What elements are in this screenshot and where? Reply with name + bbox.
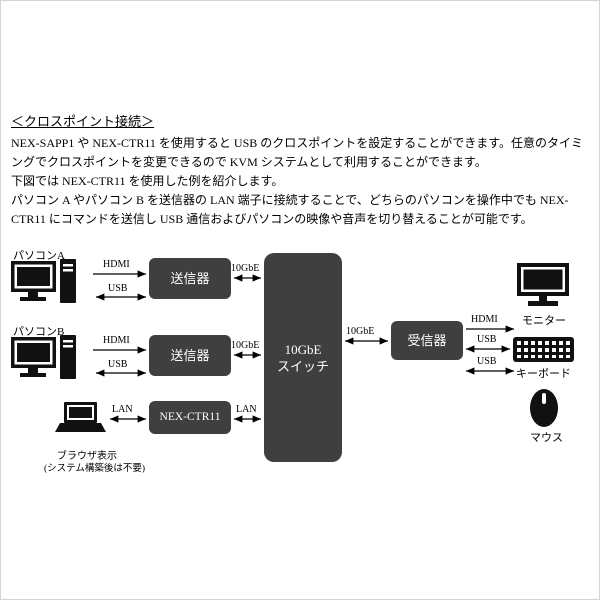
- usb-label-pc-b: USB: [108, 359, 128, 370]
- browser-display-note: (システム構築後は不要): [44, 464, 146, 474]
- keyboard-label: キーボード: [516, 368, 571, 380]
- tengbe-label-tx-b: 10GbE: [231, 340, 260, 351]
- lan-label-controller: LAN: [236, 404, 257, 415]
- paragraph-line: パソコン A やパソコン B を送信器の LAN 端子に接続することで、どちらの…: [11, 193, 569, 207]
- switch-box: 10GbE スイッチ: [264, 253, 342, 462]
- mouse-icon: [530, 389, 558, 427]
- hdmi-label-pc-b: HDMI: [103, 335, 130, 346]
- desktop-pc-a-icon: [11, 259, 76, 303]
- monitor-icon: [517, 263, 569, 306]
- tengbe-label-tx-a: 10GbE: [231, 263, 260, 274]
- mouse-label: マウス: [530, 432, 563, 444]
- monitor-label: モニター: [522, 315, 566, 327]
- text-block: ＜クロスポイント接続＞ NEX-SAPP1 や NEX-CTR11 を使用すると…: [11, 111, 595, 229]
- transmitter-b-label: 送信器: [170, 348, 210, 363]
- page-title: ＜クロスポイント接続＞: [11, 114, 155, 129]
- pc-a-label: パソコンA: [13, 250, 65, 262]
- paragraph-line: 下図では NEX-CTR11 を使用した例を紹介します。: [11, 174, 284, 188]
- switch-label-line2: スイッチ: [276, 358, 329, 374]
- laptop-icon: [55, 402, 106, 432]
- controller-box: NEX-CTR11: [149, 401, 231, 434]
- usb-label-mouse: USB: [477, 356, 497, 367]
- browser-display-label: ブラウザ表示: [57, 451, 117, 462]
- keyboard-icon: [513, 337, 574, 362]
- switch-label-line1: 10GbE: [284, 341, 322, 357]
- controller-label: NEX-CTR11: [159, 411, 221, 423]
- hdmi-label-monitor: HDMI: [471, 314, 498, 325]
- lan-label-laptop: LAN: [112, 404, 133, 415]
- usb-label-pc-a: USB: [108, 283, 128, 294]
- transmitter-a-box: 送信器: [149, 258, 231, 299]
- paragraph-line: CTR11 にコマンドを送信し USB 通信およびパソコンの映像や音声を切り替え…: [11, 212, 533, 226]
- transmitter-a-label: 送信器: [170, 271, 210, 286]
- hdmi-label-pc-a: HDMI: [103, 259, 130, 270]
- pc-b-label: パソコンB: [13, 326, 65, 338]
- paragraph-line: NEX-SAPP1 や NEX-CTR11 を使用すると USB のクロスポイン…: [11, 136, 584, 150]
- receiver-label: 受信器: [407, 333, 447, 348]
- receiver-box: 受信器: [391, 321, 463, 360]
- tengbe-label-receiver: 10GbE: [346, 326, 375, 337]
- paragraph-line: ングでクロスポイントを変更できるので KVM システムとして利用することができま…: [11, 155, 487, 169]
- usb-label-keyboard: USB: [477, 334, 497, 345]
- transmitter-b-box: 送信器: [149, 335, 231, 376]
- desktop-pc-b-icon: [11, 335, 76, 379]
